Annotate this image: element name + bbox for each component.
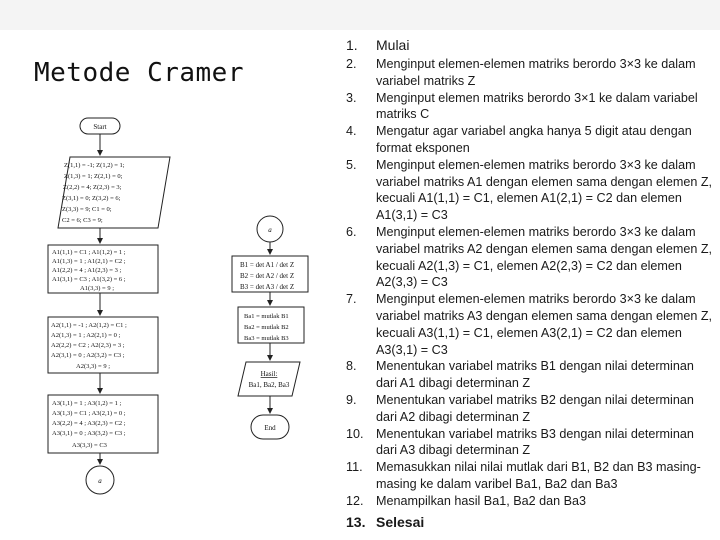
step-number: 11. xyxy=(346,460,363,475)
step-item: 6. Menginput elemen-elemen matriks berord… xyxy=(346,224,718,291)
hasil-vars: Ba1, Ba2, Ba3 xyxy=(249,381,290,389)
step-item: 10. Menentukan variabel matriks B3 dengan… xyxy=(346,426,718,460)
step-number: 2. xyxy=(346,57,357,71)
a1-line: A1(1,3) = 1 ; A1(2,1) = C2 ; xyxy=(52,258,126,265)
step-item: 1. Mulai xyxy=(346,36,718,54)
a3-line: A3(1,1) = 1 ; A3(1,2) = 1 ; xyxy=(52,400,121,407)
step-number: 13. xyxy=(346,513,366,530)
step-number: 8. xyxy=(346,359,357,374)
b-line: B2 = det A2 / det Z xyxy=(240,272,294,280)
input-line: Z(1,3) = 1; Z(2,1) = 0; xyxy=(64,173,123,180)
ba-line: Ba1 = mutlak B1 xyxy=(244,313,289,320)
a1-line: A1(3,3) = 9 ; xyxy=(80,285,114,292)
ba-line: Ba2 = mutlak B2 xyxy=(244,324,289,331)
step-item: 11. Memasukkan nilai nilai mutlak dari B1… xyxy=(346,459,718,493)
step-item: 7. Menginput elemen-elemen matriks berord… xyxy=(346,291,718,358)
input-line: Z(3,3) = 9; C1 = 0; xyxy=(62,206,112,213)
step-text: Menentukan variabel matriks B1 dengan ni… xyxy=(376,359,694,391)
b-line: B1 = det A1 / det Z xyxy=(240,261,294,269)
step-number: 10. xyxy=(346,426,364,441)
input-line: C2 = 6; C3 = 9; xyxy=(62,217,103,224)
a1-line: A1(2,2) = 4 ; A1(2,3) = 3 ; xyxy=(52,267,121,274)
a2-text: A2(1,1) = -1 ; A2(1,2) = C1 ; A2(1,3) = … xyxy=(51,322,128,370)
step-text: Menginput elemen-elemen matriks berordo … xyxy=(376,57,696,88)
step-number: 3. xyxy=(346,90,357,105)
step-text: Menginput elemen-elemen matriks berordo … xyxy=(376,292,713,357)
step-text: Menentukan variabel matriks B2 dengan ni… xyxy=(376,392,694,424)
step-text: Menampilkan hasil Ba1, Ba2 dan Ba3 xyxy=(376,493,587,508)
step-item: 9. Menentukan variabel matriks B2 dengan … xyxy=(346,392,718,426)
b-text: B1 = det A1 / det Z B2 = det A2 / det Z … xyxy=(240,261,296,291)
step-number: 7. xyxy=(346,292,357,307)
step-text: Menginput elemen matriks berordo 3×1 ke … xyxy=(376,90,698,122)
input-line: Z(1,1) = -1; Z(1,2) = 1; xyxy=(64,162,125,169)
a1-line: A1(1,1) = C1 ; A1(1,2) = 1 ; xyxy=(52,249,126,256)
a2-line: A2(3,1) = 0 ; A2(3,2) = C3 ; xyxy=(51,352,125,359)
step-number: 12. xyxy=(346,493,364,508)
a2-line: A2(3,3) = 9 ; xyxy=(76,363,110,370)
a3-text: A3(1,1) = 1 ; A3(1,2) = 1 ; A3(1,3) = C1… xyxy=(52,400,127,449)
process-a1 xyxy=(47,244,159,294)
step-text: Menginput elemen-elemen matriks berordo … xyxy=(376,157,713,223)
top-band xyxy=(0,0,720,30)
b-line: B3 = det A3 / det Z xyxy=(240,283,294,291)
step-number: 4. xyxy=(346,124,357,139)
ba-line: Ba3 = mutlak B3 xyxy=(244,335,289,342)
input-line: Z(3,1) = 0; Z(3,2) = 6; xyxy=(62,195,121,202)
off-page-connector-bottom xyxy=(85,465,115,495)
process-a2 xyxy=(47,316,159,374)
connector-label: a xyxy=(98,477,102,485)
a3-line: A3(2,2) = 4 ; A3(2,3) = C2 ; xyxy=(52,420,126,427)
a1-text: A1(1,1) = C1 ; A1(1,2) = 1 ; A1(1,3) = 1… xyxy=(52,249,127,292)
ba-text: Ba1 = mutlak B1 Ba2 = mutlak B2 Ba3 = mu… xyxy=(244,313,290,342)
step-item: 12. Menampilkan hasil Ba1, Ba2 dan Ba3 xyxy=(346,493,718,510)
step-item: 8. Menentukan variabel matriks B1 dengan … xyxy=(346,358,718,392)
input-text: Z(1,1) = -1; Z(1,2) = 1; Z(1,3) = 1; Z(2… xyxy=(62,162,126,224)
step-text: Selesai xyxy=(376,513,425,530)
step-item: 13. Selesai xyxy=(346,512,718,532)
flowchart: Start Z(1,1) = -1; Z(1,2) = 1; Z(1,3) = … xyxy=(47,117,309,495)
start-label: Start xyxy=(93,123,106,131)
process-a3 xyxy=(47,394,159,454)
end-label: End xyxy=(264,424,276,432)
output-parallelogram xyxy=(237,361,301,397)
steps-list: 1. Mulai 2. Menginput elemen-elemen matrik… xyxy=(346,36,718,532)
end-terminal xyxy=(250,414,290,440)
process-ba xyxy=(237,306,305,344)
input-parallelogram xyxy=(57,156,171,229)
step-number: 6. xyxy=(346,224,357,239)
input-line: Z(2,2) = 4; Z(2,3) = 3; xyxy=(63,184,122,191)
step-text: Mengatur agar variabel angka hanya 5 dig… xyxy=(376,124,692,155)
step-item: 4. Mengatur agar variabel angka hanya 5 d… xyxy=(346,123,718,157)
step-text: Mulai xyxy=(376,37,410,53)
step-text: Menginput elemen-elemen matriks berordo … xyxy=(376,224,713,290)
a2-line: A2(1,3) = 1 ; A2(2,1) = 0 ; xyxy=(51,332,120,339)
step-number: 9. xyxy=(346,392,357,407)
connector-label: a xyxy=(268,226,272,234)
a2-line: A2(1,1) = -1 ; A2(1,2) = C1 ; xyxy=(51,322,127,329)
step-item: 5. Menginput elemen-elemen matriks berord… xyxy=(346,157,718,224)
hasil-title: Hasil: xyxy=(261,370,278,378)
process-b xyxy=(231,255,309,293)
a3-line: A3(3,1) = 0 ; A3(3,2) = C3 ; xyxy=(52,430,126,437)
step-text: Memasukkan nilai nilai mutlak dari B1, B… xyxy=(376,460,701,491)
a2-line: A2(2,2) = C2 ; A2(2,3) = 3 ; xyxy=(51,342,125,349)
step-text: Menentukan variabel matriks B3 dengan ni… xyxy=(376,426,694,458)
step-number: 1. xyxy=(346,37,358,53)
a3-line: A3(3,3) = C3 xyxy=(72,442,107,449)
a3-line: A3(1,3) = C1 ; A3(2,1) = 0 ; xyxy=(52,410,126,417)
step-number: 5. xyxy=(346,157,357,172)
slide-title: Metode Cramer xyxy=(34,58,244,88)
step-item: 3. Menginput elemen matriks berordo 3×1 k… xyxy=(346,90,718,124)
a1-line: A1(3,1) = C3 ; A1(3,2) = 6 ; xyxy=(52,276,126,283)
step-item: 2. Menginput elemen-elemen matriks berord… xyxy=(346,56,718,90)
